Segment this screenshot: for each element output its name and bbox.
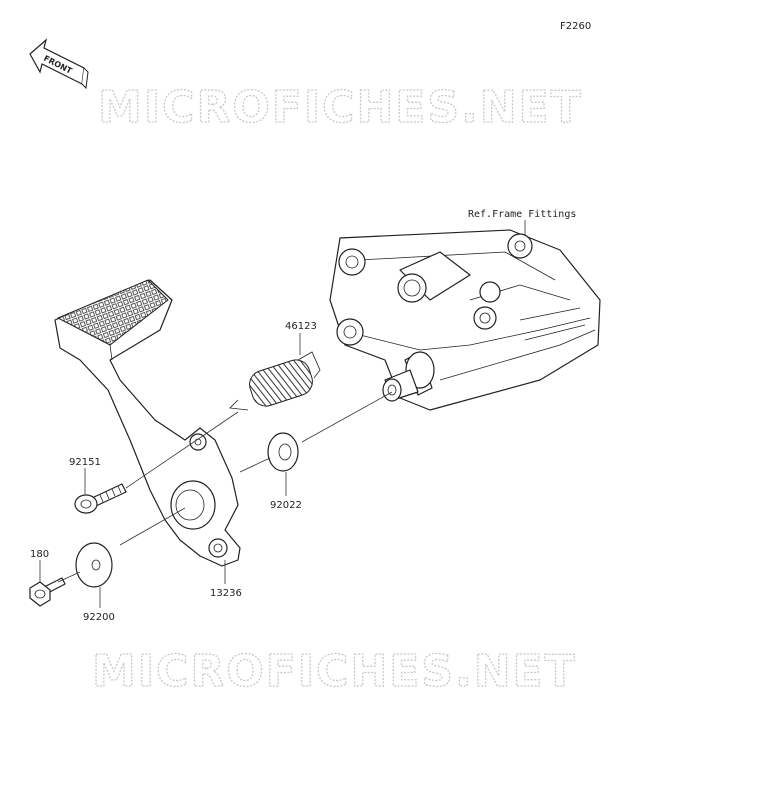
washer-92022 bbox=[267, 432, 299, 472]
part-label-92200: 92200 bbox=[83, 612, 115, 623]
diagram-code: F2260 bbox=[560, 21, 591, 32]
part-label-13236: 13236 bbox=[210, 588, 242, 599]
bolt-180 bbox=[29, 577, 66, 607]
watermark-bottom: MICROFICHES.NET bbox=[92, 646, 577, 697]
spring-46123 bbox=[229, 351, 321, 411]
watermark-top: MICROFICHES.NET bbox=[98, 82, 583, 133]
frame-fitting bbox=[329, 229, 601, 411]
brake-pedal-13236 bbox=[54, 279, 241, 567]
part-label-92022: 92022 bbox=[270, 500, 302, 511]
part-label-46123: 46123 bbox=[285, 321, 317, 332]
washer-92200 bbox=[75, 542, 113, 588]
front-arrow-icon: FRONT bbox=[29, 38, 89, 90]
part-label-92151: 92151 bbox=[69, 457, 101, 468]
bolt-92151 bbox=[74, 483, 127, 514]
reference-label: Ref.Frame Fittings bbox=[468, 209, 576, 220]
part-label-180: 180 bbox=[30, 549, 49, 560]
leader-lines bbox=[39, 220, 526, 608]
